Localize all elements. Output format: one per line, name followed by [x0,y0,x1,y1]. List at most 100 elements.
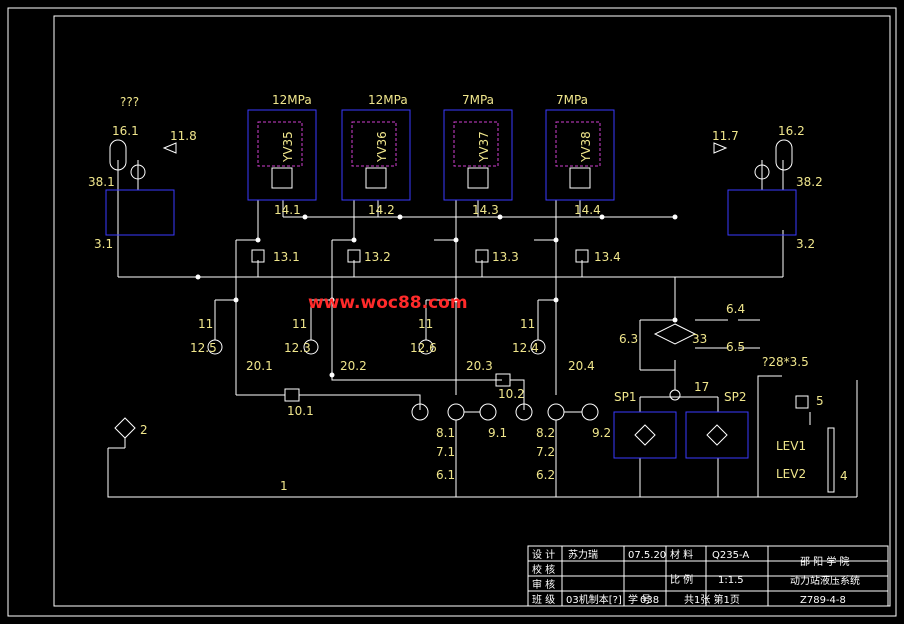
solenoid-block-1 [247,109,317,201]
gauge-left-symbol [130,164,146,180]
watermark: www.woc88.com [308,293,468,313]
tb-school: 邵 阳 学 院 [800,555,850,568]
label-outlet-1: 14.1 [274,203,301,217]
label-water-out: 6.5 [726,340,745,354]
label-relief-2: 13.2 [364,250,391,264]
label-solenoid-1: YV35 [281,131,295,163]
label-needle-4: 11 [520,317,535,331]
tb-class-value: 03机制本[?] [566,593,622,606]
label-sp1: SP1 [614,390,637,404]
sp2-filter-box [685,411,749,459]
tb-check-label: 校 核 [532,563,555,576]
tb-id-label: 学 号 [628,593,651,606]
label-suction-2: 7.2 [536,445,555,459]
label-valve-right: 3.2 [796,237,815,251]
check-valve-left-symbol [162,142,177,154]
tb-design-label: 设 计 [532,548,555,561]
label-check-left: 11.8 [170,129,197,143]
label-needle-2: 11 [292,317,307,331]
label-pump-1: 8.1 [436,426,455,440]
label-tank: 4 [840,469,848,483]
label-branch-1: 20.1 [246,359,273,373]
accumulator-right-symbol [775,139,793,171]
label-suction-1: 7.1 [436,445,455,459]
label-pressure-2: 12MPa [368,93,408,107]
label-relief-1: 13.1 [273,250,300,264]
gauge-right-symbol [754,164,770,180]
label-acc-right: 16.2 [778,124,805,138]
label-solenoid-2: YV36 [375,131,389,163]
label-ball-1: 6.1 [436,468,455,482]
label-gauge-3: 12.6 [410,341,437,355]
label-ball-2: 6.2 [536,468,555,482]
manifold-right-symbol [727,189,797,236]
label-block-right: 38.2 [796,175,823,189]
label-cooler: 33 [692,332,707,346]
sp2-filter-symbol [706,424,728,446]
label-block-left: 38.1 [88,175,115,189]
label-gauge-2: 12.3 [284,341,311,355]
label-motor-2: 9.2 [592,426,611,440]
inner-frame [53,15,891,607]
label-pressure-4: 7MPa [556,93,588,107]
label-branch-3: 20.3 [466,359,493,373]
label-acc-left: 16.1 [112,124,139,138]
breather-symbol [795,395,809,409]
cooler-symbol [653,323,697,345]
solenoid-block-2 [341,109,411,201]
label-solenoid-4: YV38 [579,131,593,163]
label-outlet-3: 14.3 [472,203,499,217]
check-valve-right-symbol [713,142,728,154]
label-pressure-1: 12MPa [272,93,312,107]
label-needle-1: 11 [198,317,213,331]
label-solenoid-3: YV37 [477,131,491,163]
sp1-filter-symbol [634,424,656,446]
label-pressure-3: 7MPa [462,93,494,107]
label-filter-a: 10.1 [287,404,314,418]
solenoid-block-3 [443,109,513,201]
label-manifold: 17 [694,380,709,394]
pump-group [411,403,599,421]
label-motor-1: 9.1 [488,426,507,440]
sp1-filter-box [613,411,677,459]
label-needle-3: 11 [418,317,433,331]
tb-id-value: 038 [640,595,659,606]
label-pump-2: 8.2 [536,426,555,440]
label-air-filter: 2 [140,423,148,437]
gauge-symbols [207,339,546,355]
title-block [527,545,889,607]
tb-sheets: 共1张 第1页 [684,593,740,606]
tb-design-name: 苏力瑞 [568,548,598,561]
label-sp2: SP2 [724,390,747,404]
label-relief-4: 13.4 [594,250,621,264]
label-tank-note: ?28*3.5 [762,355,809,369]
tb-drawing-no: Z789-4-8 [800,595,846,606]
manifold-left-symbol [105,189,175,236]
junction-dots [195,214,678,378]
label-relief-3: 13.3 [492,250,519,264]
label-branch-4: 20.4 [568,359,595,373]
filter-10-1-symbol [284,388,300,402]
label-outlet-2: 14.2 [368,203,395,217]
label-filter-b: 10.2 [498,387,525,401]
label-branch-2: 20.2 [340,359,367,373]
manifold-17-symbol [669,389,681,401]
label-check-right: 11.7 [712,129,739,143]
relief-symbols [251,249,589,263]
accumulator-left-symbol [109,139,127,171]
tb-scale-label: 比 例 [670,573,693,586]
label-water-in: 6.4 [726,302,745,316]
outer-frame [7,7,897,617]
tb-material-label: 材 料 [670,548,693,561]
label-lev2: LEV2 [776,467,806,481]
label-unknown: ??? [120,95,139,109]
filter-10-2-symbol [495,373,511,387]
tb-class-label: 班 级 [532,594,555,606]
air-filter-symbol [114,417,136,439]
label-valve-left: 3.1 [94,237,113,251]
label-lev1: LEV1 [776,439,806,453]
label-gauge-1: 12.5 [190,341,217,355]
tb-design-date: 07.5.20 [628,550,666,561]
tb-scale-value: 1:1.5 [718,575,744,586]
